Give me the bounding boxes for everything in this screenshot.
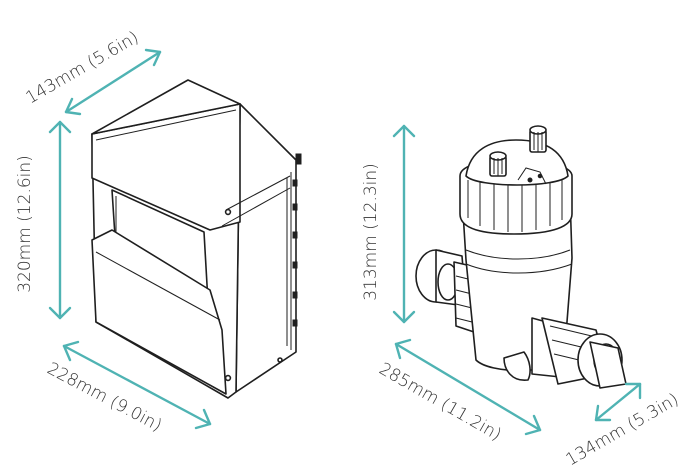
- label-controller-width: 228mm (9.0in): [44, 359, 165, 436]
- salt-cell-drawing: [415, 125, 627, 389]
- controller-unit-drawing: [91, 79, 302, 399]
- arrow-cell-width: [594, 382, 642, 422]
- arrow-controller-width: [62, 340, 212, 430]
- cell-right-union: [541, 317, 627, 389]
- cell-knob-left: [489, 151, 507, 177]
- arrow-controller-depth: [64, 48, 162, 116]
- label-cell-height: 313mm (12.3in): [361, 163, 381, 301]
- label-cell-width: 134mm (5.3in): [563, 390, 683, 471]
- arrow-controller-height: [48, 120, 72, 320]
- dimension-arrows: [48, 48, 642, 436]
- label-cell-length: 285mm (11.2in): [376, 359, 505, 445]
- label-controller-height: 320mm (12.6in): [15, 155, 35, 293]
- label-controller-depth: 143mm (5.6in): [23, 28, 143, 109]
- cell-cap-grip: [467, 180, 563, 232]
- arrow-cell-length: [394, 338, 542, 436]
- arrow-cell-height: [392, 124, 416, 324]
- controller-side-fins: [286, 153, 302, 350]
- cell-knob-right: [529, 125, 547, 153]
